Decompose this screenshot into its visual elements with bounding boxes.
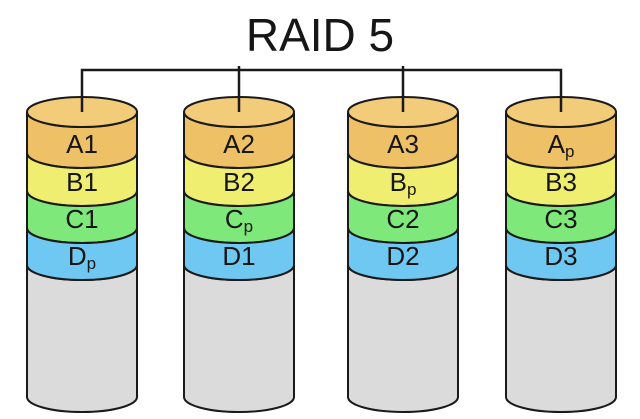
disk-1-stripe-Dp [26,227,138,281]
block-label-C3: C3 [544,204,577,234]
block-label-D2: D2 [386,241,419,271]
block-label-A2: A2 [223,129,255,159]
block-label-A1: A1 [66,129,98,159]
block-label-A3: A3 [387,129,419,159]
bus-line [80,68,563,112]
block-label-B3: B3 [545,167,577,197]
block-label-C2: C2 [386,204,419,234]
disk-2-body [183,264,295,413]
block-label-B1: B1 [66,167,98,197]
disk-1-body [26,264,138,413]
disk-1-top-face [26,96,138,128]
block-label-Cp: Cp [225,204,253,236]
block-label-Bp: Bp [390,167,417,199]
block-label-Ap: Ap [548,129,575,161]
disk-4-stripe-D3 [505,227,617,281]
disk-2-stripe-D1 [183,227,295,281]
block-label-C1: C1 [65,204,98,234]
disk-4-body [505,264,617,413]
block-label-D3: D3 [544,241,577,271]
disk-3-top-face [347,96,459,128]
diagram-title: RAID 5 [245,9,395,61]
disk-4-top-face [505,96,617,128]
block-label-D1: D1 [222,241,255,271]
block-label-Dp: Dp [68,241,96,273]
disk-3-body [347,264,459,413]
disk-2-top-face [183,96,295,128]
block-label-B2: B2 [223,167,255,197]
disk-3-stripe-D2 [347,227,459,281]
